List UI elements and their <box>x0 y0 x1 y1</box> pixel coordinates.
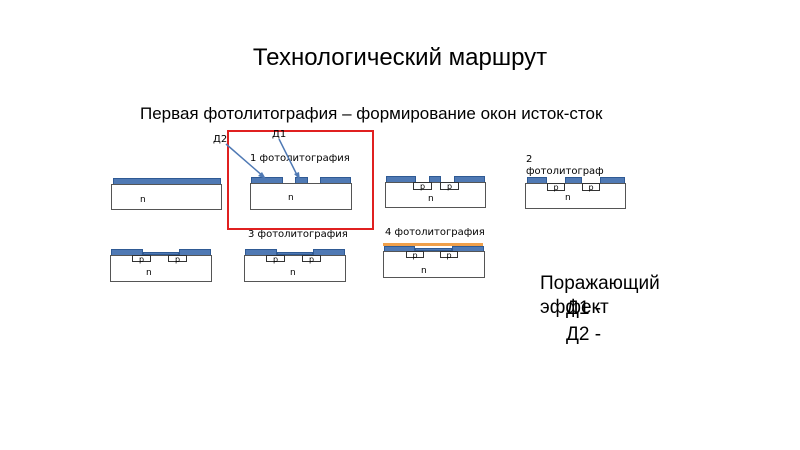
step2-label-1: 2 <box>526 154 533 165</box>
step1-label: 1 фотолитография <box>250 153 350 164</box>
substrate <box>244 255 346 282</box>
substrate <box>110 255 212 282</box>
substrate <box>525 183 626 209</box>
d2-label: Д2 <box>213 134 228 145</box>
p-region: p <box>132 255 151 264</box>
substrate <box>385 182 486 208</box>
n-region-label: n <box>421 266 427 276</box>
page-title: Технологический маршрут <box>252 44 548 71</box>
thin-oxide <box>415 248 452 251</box>
effect-heading: Поражающий эффект <box>540 272 660 320</box>
effect-line2: эффект <box>540 297 609 318</box>
substrate <box>111 184 222 210</box>
p-region: p <box>302 255 321 264</box>
substrate <box>383 251 485 278</box>
p-region: p <box>168 255 187 264</box>
thin-oxide <box>277 252 313 255</box>
n-region-label: n <box>290 268 296 278</box>
effect-d2: Д2 - <box>566 324 602 345</box>
n-region-label: n <box>288 193 294 203</box>
d1-label: Д1 <box>272 129 287 140</box>
effect-line1: Поражающий <box>540 273 660 294</box>
n-region-label: n <box>428 194 434 204</box>
p-region: p <box>547 183 565 192</box>
n-region-label: n <box>146 268 152 278</box>
n-region-label: n <box>565 193 571 203</box>
p-region: p <box>582 183 600 192</box>
step3-label: 3 фотолитография <box>248 229 348 240</box>
step4-label: 4 фотолитография <box>385 227 485 238</box>
p-region: p <box>413 182 432 191</box>
resist-layer <box>383 243 483 246</box>
highlight-frame <box>227 130 374 230</box>
p-region: p <box>266 255 285 264</box>
step2-label-2: фотолитограф <box>526 166 604 177</box>
n-region-label: n <box>140 195 146 205</box>
thin-oxide <box>143 252 179 255</box>
page-subtitle: Первая фотолитография – формирование око… <box>140 104 603 123</box>
p-region: p <box>440 182 459 191</box>
substrate <box>250 183 352 210</box>
p-region: p <box>440 251 458 260</box>
p-region: p <box>406 251 424 260</box>
effect-d1: Д1 - <box>566 298 602 319</box>
